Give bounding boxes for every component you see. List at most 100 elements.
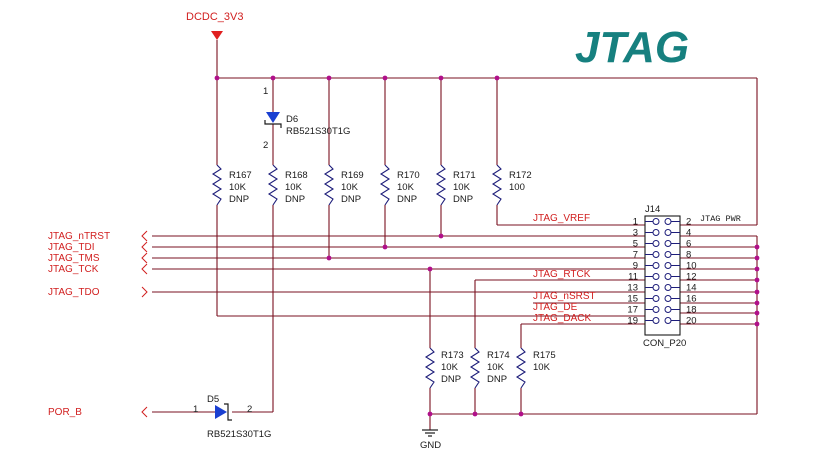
svg-text:10K: 10K — [397, 182, 415, 193]
svg-text:2: 2 — [247, 404, 252, 415]
resistor-r175: R175 10K — [515, 347, 556, 389]
svg-text:DNP: DNP — [229, 194, 249, 205]
resistor-r169: R169 10K DNP — [323, 164, 364, 206]
pin-hole — [664, 240, 672, 247]
input-port-icon — [141, 263, 148, 275]
power-symbol: DCDC_3V3 — [186, 11, 243, 40]
svg-text:R168: R168 — [285, 170, 308, 181]
diode-d5: D5 1 2 RB521S30T1G — [193, 394, 271, 440]
resistor-r167: R167 10K DNP — [211, 164, 252, 206]
svg-text:JTAG_nSRST: JTAG_nSRST — [533, 291, 596, 302]
svg-text:DNP: DNP — [397, 194, 417, 205]
svg-text:D6: D6 — [286, 114, 298, 125]
net-jtag-tdo: JTAG_TDO — [48, 286, 148, 298]
inner-net-labels: JTAG_VREF JTAG_RTCK JTAG_nSRST JTAG_DE J… — [533, 213, 596, 324]
svg-text:JTAG_TDO: JTAG_TDO — [48, 287, 100, 298]
pin-hole — [664, 218, 672, 225]
diode-icon — [266, 112, 280, 123]
pin-hole — [664, 229, 672, 236]
svg-text:DNP: DNP — [441, 374, 461, 385]
resistor-r170: R170 10K DNP — [379, 164, 420, 206]
pin-number: 20 — [686, 316, 697, 327]
pin-hole — [652, 262, 660, 269]
svg-text:R174: R174 — [487, 350, 510, 361]
svg-text:R175: R175 — [533, 350, 556, 361]
svg-text:DNP: DNP — [285, 194, 305, 205]
pin-hole — [652, 240, 660, 247]
svg-text:R169: R169 — [341, 170, 364, 181]
net-jtag-tms: JTAG_TMS — [48, 252, 148, 264]
pin-number: 19 — [627, 316, 638, 327]
pin-number: 14 — [686, 283, 697, 294]
resistor-r168: R168 10K DNP — [267, 164, 308, 206]
pin-number: 13 — [627, 283, 638, 294]
svg-text:RB521S30T1G: RB521S30T1G — [207, 429, 271, 440]
svg-text:10K: 10K — [229, 182, 247, 193]
resistor-r171: R171 10K DNP — [435, 164, 476, 206]
ground-symbol: GND — [420, 429, 441, 451]
pin-number: 8 — [686, 250, 691, 261]
input-port-icon — [141, 241, 148, 253]
pin-hole — [652, 284, 660, 291]
pin-hole — [652, 251, 660, 258]
svg-text:J14: J14 — [645, 204, 660, 215]
svg-text:JTAG_VREF: JTAG_VREF — [533, 213, 590, 224]
pin-hole — [652, 229, 660, 236]
resistor-r173: R173 10K DNP — [424, 347, 464, 389]
svg-text:1: 1 — [193, 404, 198, 415]
svg-text:2: 2 — [263, 140, 268, 151]
pin-number: 16 — [686, 294, 697, 305]
pin-hole — [664, 306, 672, 313]
pin-number: 17 — [627, 305, 638, 316]
output-port-icon — [141, 286, 148, 298]
pin-number: 18 — [686, 305, 697, 316]
pin-number: 4 — [686, 228, 691, 239]
svg-text:JTAG_TCK: JTAG_TCK — [48, 264, 99, 275]
svg-text:CON_P20: CON_P20 — [643, 338, 686, 349]
svg-text:JTAG_DE: JTAG_DE — [533, 302, 578, 313]
pin-number: 7 — [633, 250, 638, 261]
svg-text:10K: 10K — [453, 182, 471, 193]
svg-text:JTAG PWR: JTAG PWR — [700, 214, 741, 224]
net-jtag-tdi: JTAG_TDI — [48, 241, 148, 253]
pin-number: 6 — [686, 239, 691, 250]
net-por-b: POR_B — [48, 406, 148, 418]
pin-number: 12 — [686, 272, 697, 283]
junctions — [214, 75, 760, 417]
svg-text:DNP: DNP — [487, 374, 507, 385]
pin-hole — [664, 262, 672, 269]
ground-label: GND — [420, 440, 441, 451]
svg-text:POR_B: POR_B — [48, 407, 82, 418]
pin-number: 15 — [627, 294, 638, 305]
pin-number: 3 — [633, 228, 638, 239]
input-port-icon — [141, 252, 148, 264]
power-net-label: DCDC_3V3 — [186, 11, 243, 23]
pin-hole — [664, 251, 672, 258]
page-title: JTAG — [575, 23, 689, 72]
pin-hole — [664, 295, 672, 302]
pin-hole — [652, 218, 660, 225]
pin-number: 1 — [633, 217, 638, 228]
svg-text:JTAG_RTCK: JTAG_RTCK — [533, 269, 591, 280]
svg-text:JTAG_nTRST: JTAG_nTRST — [48, 231, 110, 242]
svg-text:R170: R170 — [397, 170, 420, 181]
pin-hole — [652, 295, 660, 302]
input-port-icon — [141, 230, 148, 242]
svg-text:R173: R173 — [441, 350, 464, 361]
svg-text:10K: 10K — [533, 362, 551, 373]
svg-text:D5: D5 — [207, 394, 219, 405]
svg-text:100: 100 — [509, 182, 525, 193]
pin-number: 11 — [628, 272, 638, 283]
diode-icon — [215, 405, 227, 419]
svg-text:JTAG_TMS: JTAG_TMS — [48, 253, 100, 264]
svg-text:RB521S30T1G: RB521S30T1G — [286, 126, 350, 137]
svg-text:DNP: DNP — [341, 194, 361, 205]
svg-text:10K: 10K — [285, 182, 303, 193]
pin-number: 5 — [633, 239, 638, 250]
pin-hole — [652, 317, 660, 324]
svg-text:R171: R171 — [453, 170, 476, 181]
svg-text:R167: R167 — [229, 170, 252, 181]
